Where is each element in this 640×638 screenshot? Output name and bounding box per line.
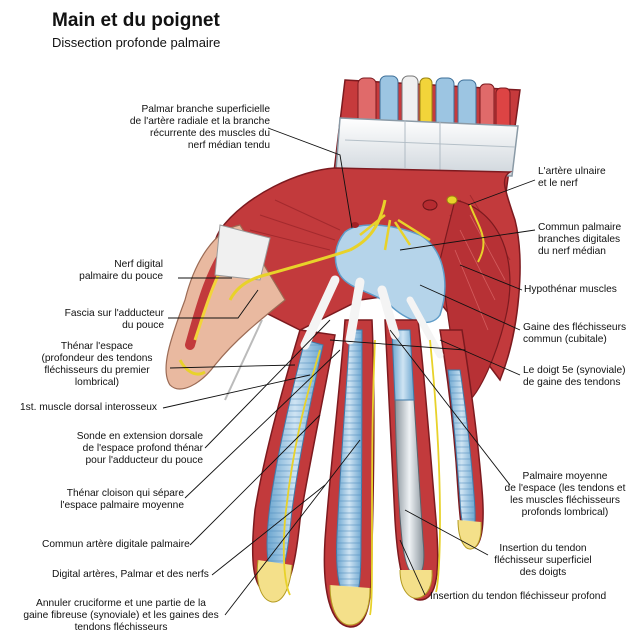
label-hypothenar: Hypothénar muscles (524, 284, 617, 295)
label-dorsal-interosseous: 1st. muscle dorsal interosseux (20, 402, 158, 413)
nerves (228, 199, 485, 616)
label-flexor-sheath: Gaine des fléchisseurs commun (cubitale) (523, 322, 627, 345)
label-thenar-septum: Thénar cloison qui sépare l'espace palma… (60, 488, 184, 511)
index-finger (251, 329, 336, 603)
label-probe: Sonde en extension dorsale de l'espace p… (76, 431, 203, 466)
label-fifth-finger: Le doigt 5e (synoviale) de gaine des ten… (523, 365, 626, 388)
little-finger (439, 329, 484, 550)
label-insertion-deep: Insertion du tendon fléchisseur profond (430, 591, 607, 602)
label-palmar-branch: Palmar branche superficielle de l'artère… (129, 104, 270, 151)
ulnar-artery (351, 195, 458, 228)
label-insertion-superficial: Insertion du tendon fléchisseur superfic… (494, 543, 592, 578)
label-digital-nerve-thumb: Nerf digital palmaire du pouce (79, 259, 163, 282)
leader-lines (162, 127, 536, 616)
page-title: Main et du poignet (52, 10, 220, 31)
label-thenar-space: Thénar l'espace (profondeur des tendons … (41, 341, 153, 388)
label-common-palmar: Commun palmaire branches digitales du ne… (538, 222, 622, 257)
page-subtitle: Dissection profonde palmaire (52, 35, 221, 50)
label-cruciform: Annuler cruciforme et une partie de la g… (23, 598, 219, 633)
label-digital-arteries: Digital artères, Palmar et des nerfs (52, 569, 209, 580)
label-ulnar-artery: L'artère ulnaire et le nerf (538, 166, 606, 189)
palm-tendons (300, 275, 444, 359)
label-mid-palmar: Palmaire moyenne de l'espace (les tendon… (504, 471, 626, 518)
middle-finger (323, 319, 375, 628)
thumb (165, 224, 286, 401)
ring-finger (384, 319, 439, 601)
label-common-digital-artery: Commun artère digitale palmaire (42, 539, 190, 550)
flexor-sheath (334, 224, 446, 324)
label-fascia-adductor: Fascia sur l'adducteur du pouce (64, 308, 164, 331)
fingers (251, 319, 484, 628)
